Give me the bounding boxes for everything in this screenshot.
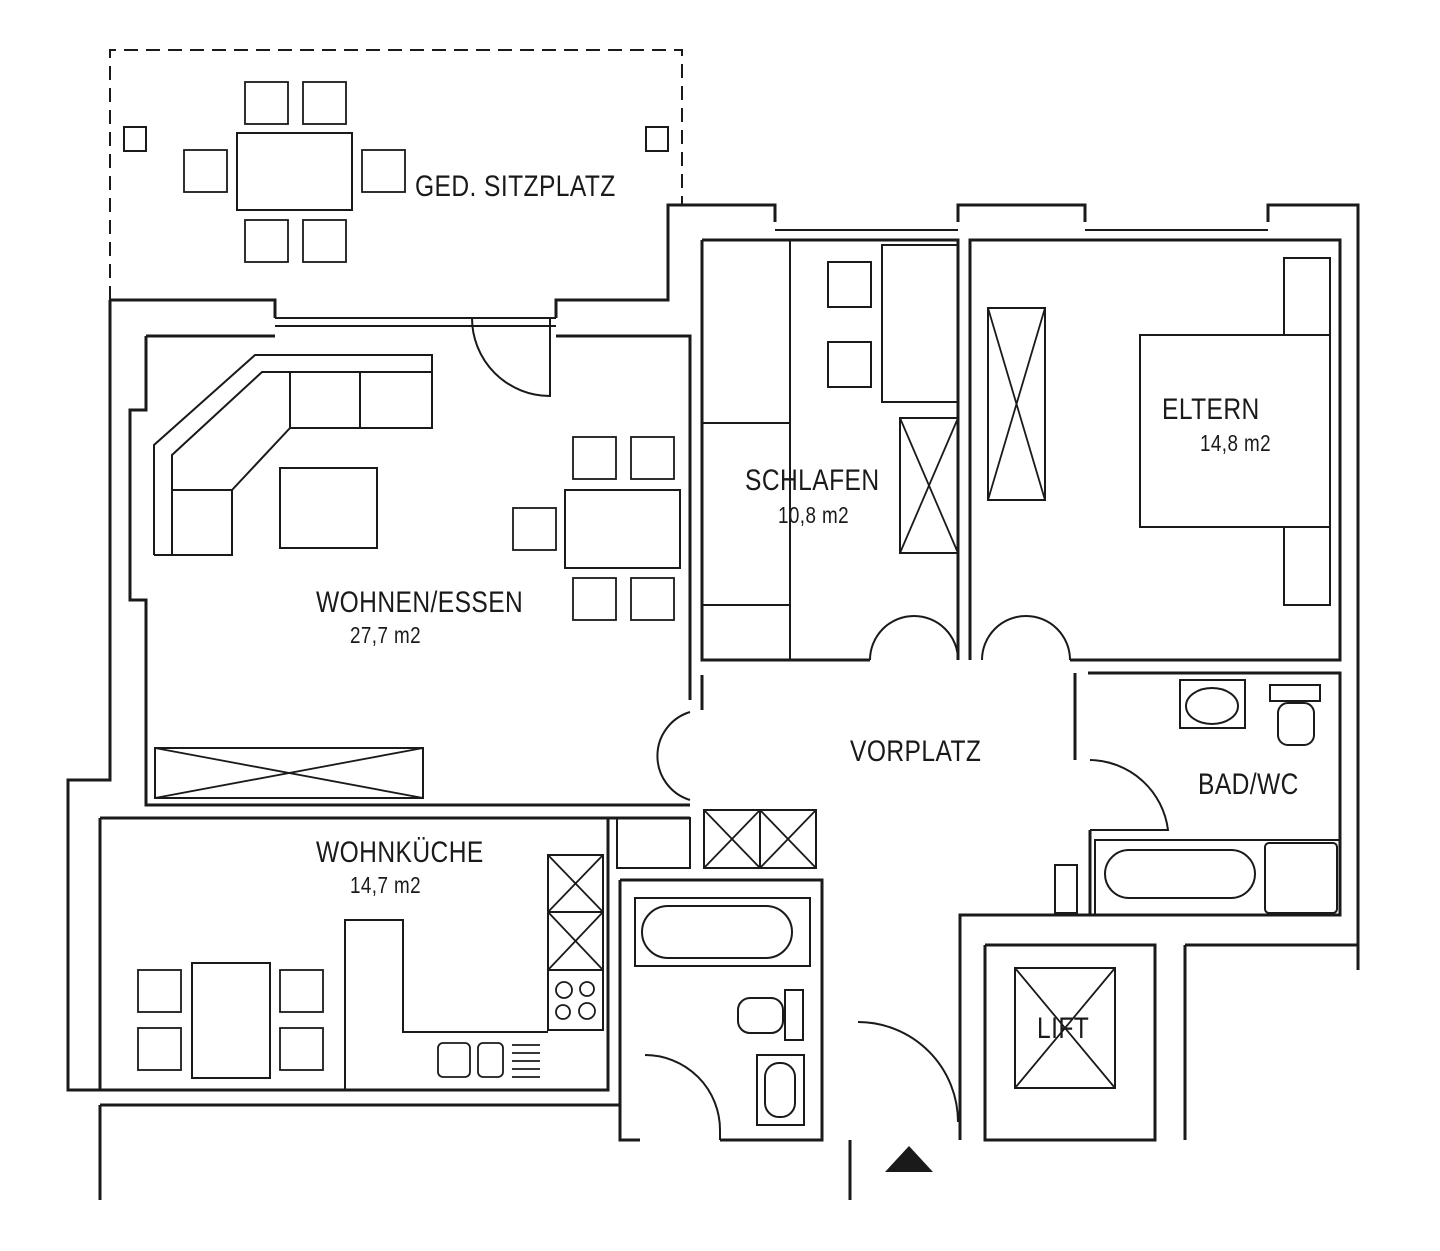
room-area-kueche: 14,7 m2 <box>350 872 422 898</box>
living-cabinet <box>154 747 424 799</box>
room-label-eltern: ELTERN <box>1162 393 1260 426</box>
guest-bath-fixtures <box>634 897 811 1126</box>
room-label-lift: LIFT <box>1037 1012 1090 1045</box>
room-area-eltern: 14,8 m2 <box>1200 430 1272 456</box>
room-label-sitzplatz: GED. SITZPLATZ <box>415 170 616 203</box>
room-label-schlafen: SCHLAFEN <box>745 464 880 497</box>
kitchen-fixtures <box>137 854 604 1090</box>
entrance-marker-icon <box>885 1146 933 1172</box>
room-label-vorplatz: VORPLATZ <box>850 735 982 768</box>
terrace-dining-set <box>183 81 406 263</box>
hall-cabinets <box>616 809 817 869</box>
room-area-schlafen: 10,8 m2 <box>778 502 850 528</box>
schlafen-furniture <box>701 240 959 661</box>
dining-table <box>512 436 681 621</box>
terrace-outline <box>109 49 683 300</box>
exterior-walls <box>66 203 1360 1092</box>
room-area-wohnen: 27,7 m2 <box>350 622 422 648</box>
bath-fixtures <box>1054 679 1341 916</box>
room-label-wohnen: WOHNEN/ESSEN <box>316 586 524 619</box>
interior-walls <box>98 238 1358 1200</box>
room-label-bad: BAD/WC <box>1198 768 1299 801</box>
lift-shaft <box>1014 967 1116 1089</box>
sofa <box>153 354 433 556</box>
room-label-kueche: WOHNKÜCHE <box>316 836 484 869</box>
doors <box>471 317 1170 1140</box>
eltern-furniture <box>987 257 1331 606</box>
